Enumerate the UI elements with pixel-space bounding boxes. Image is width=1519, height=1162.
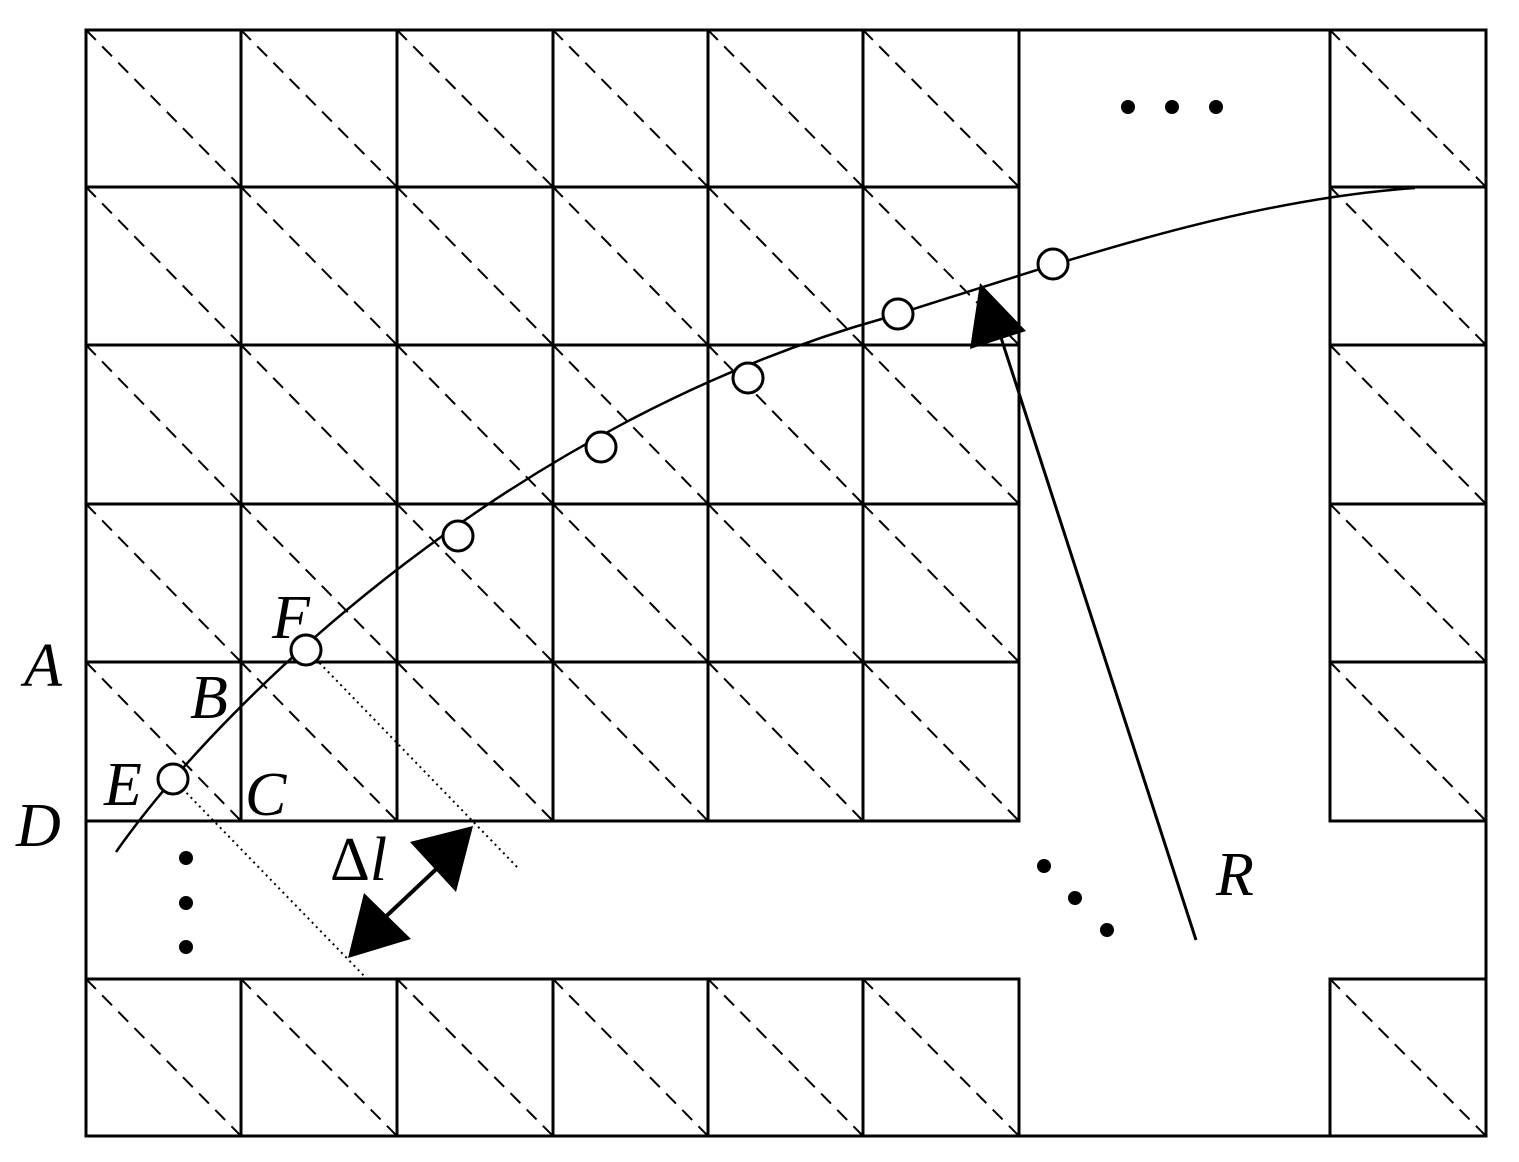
cell-diagonal [707, 344, 864, 505]
cell-diagonal [552, 978, 709, 1137]
cell-diagonal [862, 661, 1020, 822]
delta-l-arrowhead-lower [348, 893, 411, 958]
cell-diagonal [240, 503, 398, 663]
radius-arrow-shaft [992, 315, 1198, 941]
cell-diagonal [1329, 503, 1487, 663]
cell-diagonal [1329, 29, 1487, 188]
label-b: B [190, 664, 228, 732]
ellipsis-horizontal [1121, 100, 1223, 114]
cell-diagonal [862, 29, 1020, 188]
projection-line-e [173, 779, 371, 983]
cell-diagonal [240, 29, 398, 188]
trajectory-nodes [156, 247, 1070, 796]
label-c: C [245, 761, 287, 829]
cell-diagonal [85, 29, 242, 188]
cell-diagonal [240, 978, 398, 1137]
node-marker-e [156, 762, 190, 796]
cell-diagonal [85, 661, 242, 822]
delta-variable: l [370, 826, 387, 894]
cell-diagonal [1329, 344, 1487, 505]
cell-diagonal [552, 344, 709, 505]
node-marker [584, 430, 618, 464]
mesh-cells [84, 28, 1488, 1138]
node-marker [731, 361, 765, 395]
cell-diagonal [240, 186, 398, 346]
cell-diagonal [552, 29, 709, 188]
cell-diagonal [240, 661, 398, 822]
label-delta-l: Δl [330, 826, 387, 894]
node-marker-f [289, 633, 323, 667]
cell-diagonal [552, 503, 709, 663]
cell-diagonal [85, 503, 242, 663]
cell-diagonal [1329, 186, 1487, 346]
label-a: A [20, 632, 63, 700]
cell-diagonal [707, 29, 864, 188]
outer-boundary [84, 28, 1488, 1138]
cell-diagonal [552, 186, 709, 346]
cell-diagonal [707, 503, 864, 663]
trajectory-curve [114, 186, 1416, 853]
cell-diagonal [85, 344, 242, 505]
ellipsis-diagonal [1037, 859, 1114, 937]
mesh-cell [861, 660, 1021, 823]
cell-diagonal [396, 661, 554, 822]
cell-diagonal [85, 186, 242, 346]
label-e: E [103, 751, 142, 819]
ellipsis-vertical [179, 851, 193, 954]
node-marker [441, 519, 475, 553]
cell-diagonal [707, 978, 864, 1137]
cell-diagonal [396, 344, 554, 505]
cell-diagonal [240, 344, 398, 505]
cell-diagonal [707, 661, 864, 822]
cell-diagonal [707, 186, 864, 346]
cell-diagonal [396, 29, 554, 188]
delta-l-arrowhead-upper [410, 826, 473, 892]
cell-diagonal [1329, 978, 1487, 1137]
node-marker [1036, 247, 1070, 281]
cell-diagonal [862, 503, 1020, 663]
cell-diagonal [85, 978, 242, 1137]
cell-diagonal [396, 503, 554, 663]
delta-symbol: Δ [330, 826, 370, 894]
node-marker [881, 297, 915, 331]
projection-line-f [306, 649, 519, 869]
cell-diagonal [862, 344, 1020, 505]
cell-diagonal [552, 661, 709, 822]
label-r: R [1215, 841, 1254, 909]
cell-diagonal [396, 978, 554, 1137]
cell-diagonal [396, 186, 554, 346]
label-d: D [15, 792, 61, 860]
radius-arrowhead [970, 283, 1026, 349]
label-f: F [271, 584, 311, 652]
cell-diagonal [862, 978, 1020, 1137]
cell-diagonal [1329, 661, 1487, 822]
